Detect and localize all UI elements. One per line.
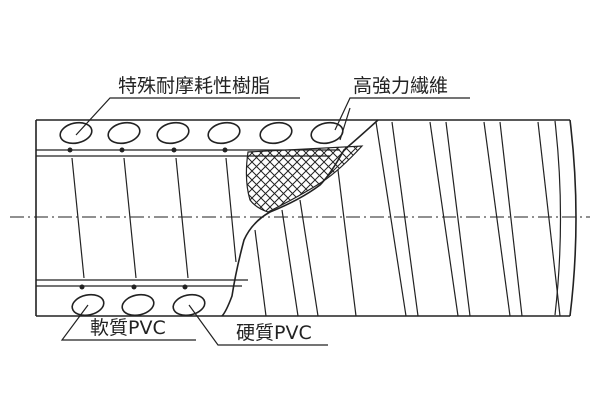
inner-helix-lines <box>71 157 237 279</box>
label-soft-pvc: 軟質PVC <box>90 317 166 339</box>
label-high-strength-fiber: 高強力繊維 <box>353 75 448 97</box>
fiber-dots <box>67 147 228 290</box>
bottom-helix-sections <box>71 293 206 317</box>
fiber-mesh-region <box>245 145 364 213</box>
hose-outline <box>35 119 577 317</box>
label-hard-pvc: 硬質PVC <box>236 322 312 344</box>
outer-cover-stripes <box>254 121 561 317</box>
leader-lines <box>60 97 470 346</box>
top-helix-sections <box>59 121 344 145</box>
cutaway-edge <box>221 119 379 317</box>
label-wear-resistant-resin: 特殊耐摩耗性樹脂 <box>118 75 270 97</box>
